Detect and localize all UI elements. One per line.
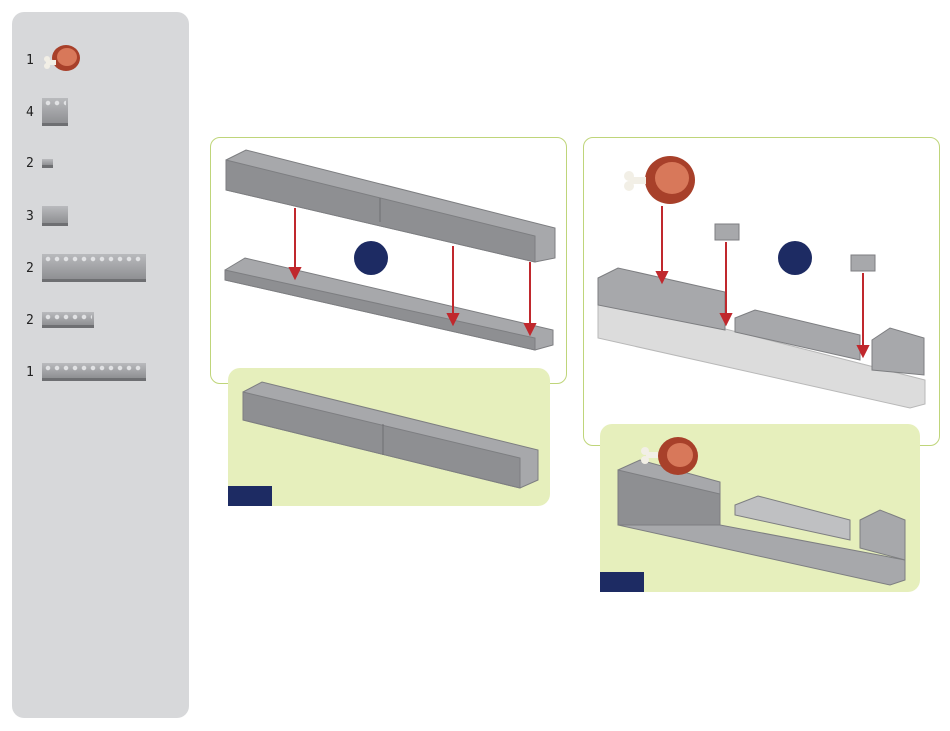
- step-b-result-illustration: [0, 0, 950, 731]
